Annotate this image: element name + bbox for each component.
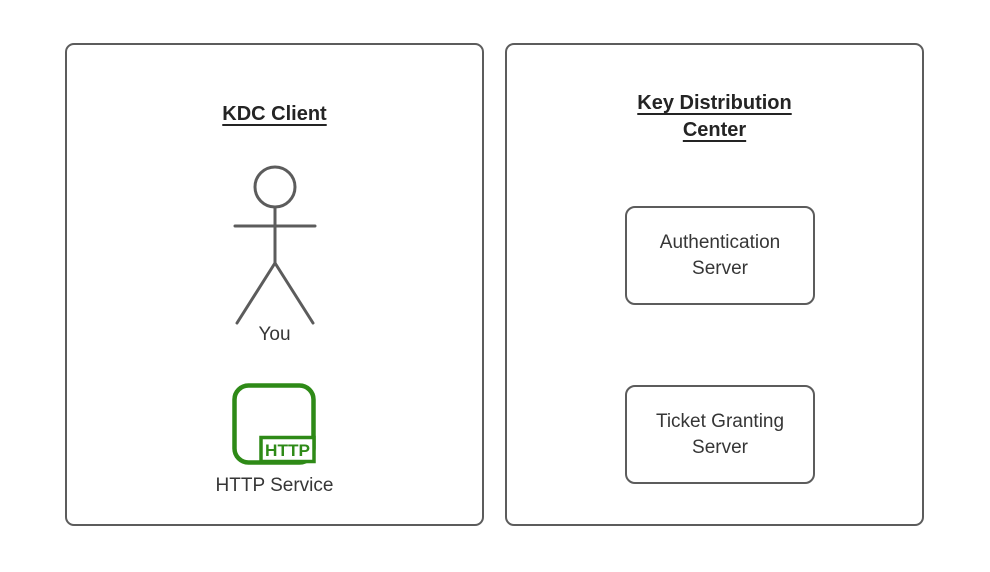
- actor-label: You: [258, 324, 291, 345]
- kdc-client-title: KDC Client: [222, 103, 327, 125]
- key-distribution-center-panel: Key Distribution Center Authentication S…: [505, 43, 924, 526]
- kdc-client-panel: KDC Client You HTTP HTTP Service: [65, 43, 484, 526]
- http-badge: [259, 435, 316, 464]
- actor-left-leg: [235, 261, 277, 325]
- http-badge-text: HTTP: [265, 441, 310, 460]
- authentication-server-label-line-2: Server: [692, 257, 748, 279]
- http-service-icon: HTTP: [232, 383, 316, 465]
- authentication-server-label-line-1: Authentication: [659, 231, 781, 253]
- kdc-title-line-2: Center: [682, 119, 747, 141]
- key-distribution-center-title: Key Distribution Center: [507, 90, 922, 144]
- ticket-granting-server-label-line-2: Server: [692, 436, 748, 458]
- actor-right-leg: [273, 261, 315, 325]
- ticket-granting-server-label-line-1: Ticket Granting: [655, 410, 785, 432]
- authentication-server-node: Authentication Server: [625, 206, 815, 305]
- http-service-label: HTTP Service: [215, 475, 334, 496]
- stick-figure-icon: [233, 165, 317, 325]
- ticket-granting-server-node: Ticket Granting Server: [625, 385, 815, 484]
- kdc-title-line-1: Key Distribution: [637, 92, 792, 114]
- actor-head: [253, 165, 297, 209]
